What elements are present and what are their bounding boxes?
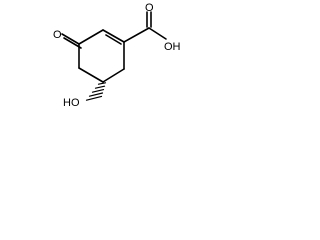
hashed-wedge-segment-3 xyxy=(91,88,105,93)
double-bond-ring-inner xyxy=(105,34,122,45)
bond-c3-c4 xyxy=(78,29,104,45)
double-bond-ketone-inner xyxy=(63,37,82,49)
bond-c1-c2 xyxy=(102,29,125,43)
molecule-structure: O OH O HO xyxy=(53,2,181,109)
carboxyl-hydroxyl-label: OH xyxy=(164,41,181,53)
ketone-oxygen-label: O xyxy=(53,29,62,41)
molecule-canvas: O OH O HO xyxy=(0,0,210,138)
hydroxyl-label: HO xyxy=(63,97,80,109)
hashed-wedge-segment-1 xyxy=(97,82,107,85)
bond-carboxyl-coh xyxy=(148,27,167,40)
bond-c6-c1 xyxy=(78,67,104,83)
bond-ring-carboxyl xyxy=(123,27,150,43)
hashed-wedge-segment-4 xyxy=(88,92,104,97)
hashed-wedge-segment-5 xyxy=(85,95,103,101)
carboxyl-oxygen-label: O xyxy=(145,2,154,14)
bond-c5-c6 xyxy=(102,68,125,83)
bond-ketone-co xyxy=(61,33,80,45)
hashed-wedge-segment-2 xyxy=(94,85,106,89)
